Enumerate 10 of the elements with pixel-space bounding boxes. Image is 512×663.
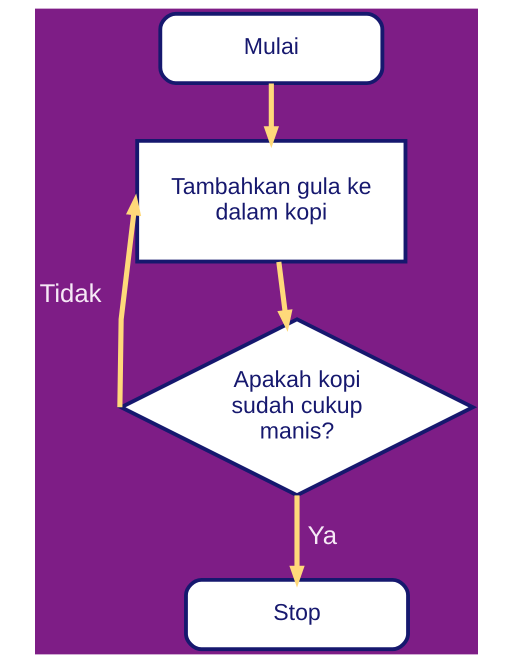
node-box: Stop bbox=[184, 578, 410, 652]
arrow bbox=[288, 495, 304, 588]
arrow bbox=[276, 262, 292, 332]
arrow bbox=[116, 193, 141, 408]
arrow bbox=[263, 83, 278, 148]
node-box: Tambahkan gula ke dalam kopi bbox=[134, 138, 407, 264]
edge-label: Ya bbox=[307, 522, 337, 550]
edge-label: Tidak bbox=[39, 280, 101, 308]
node-box: Mulai bbox=[158, 12, 384, 86]
node-diamond: Apakah kopi sudah cukup manis? bbox=[116, 317, 477, 498]
